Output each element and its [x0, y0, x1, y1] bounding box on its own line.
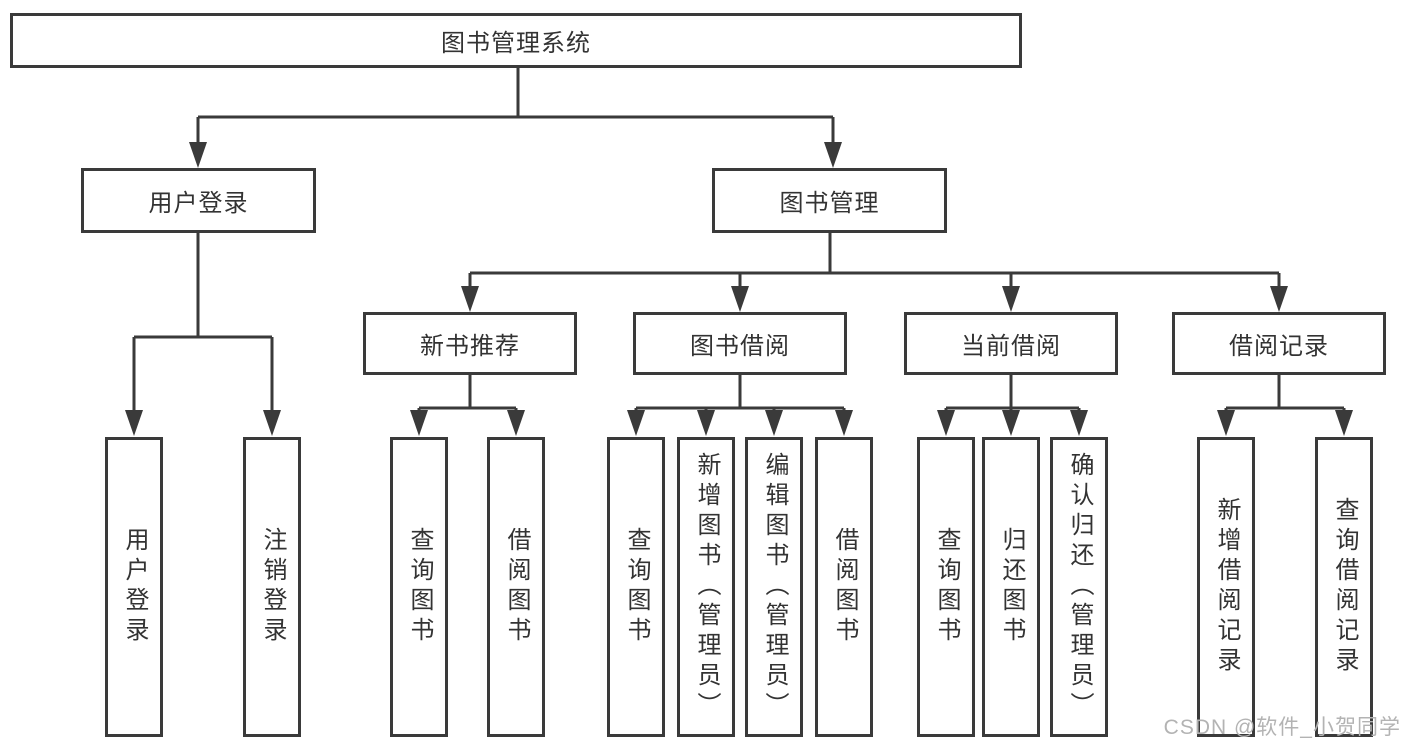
node-label: 编辑图书（管理员）: [761, 452, 788, 722]
arrowhead-icon: [1070, 410, 1088, 436]
node-label: 用户登录: [121, 527, 148, 647]
connector-root-to-level2: [189, 68, 842, 168]
node-label: 当前借阅: [961, 333, 1061, 360]
arrowhead-icon: [824, 142, 842, 168]
node-label: 查询图书: [406, 527, 433, 647]
leaf-confirm-return-admin: 确认归还（管理员）: [1050, 437, 1108, 737]
arrowhead-icon: [410, 410, 428, 436]
arrowhead-icon: [765, 410, 783, 436]
arrowhead-icon: [835, 410, 853, 436]
arrowhead-icon: [1335, 410, 1353, 436]
arrowhead-icon: [189, 142, 207, 168]
node-label: 借阅图书: [503, 527, 530, 647]
node-label: 用户登录: [148, 190, 249, 217]
node-label: 查询图书: [933, 527, 960, 647]
node-label: 新书推荐: [420, 333, 520, 360]
node-label: 新增借阅记录: [1213, 497, 1240, 677]
node-label: 图书管理: [779, 190, 880, 217]
node-label: 图书借阅: [690, 333, 790, 360]
node-label: 查询图书: [623, 527, 650, 647]
node-user-login: 用户登录: [81, 168, 316, 233]
leaf-logout: 注销登录: [243, 437, 301, 737]
node-label: 借阅记录: [1229, 333, 1329, 360]
connector-records-children: [1217, 375, 1353, 436]
leaf-add-borrow-record: 新增借阅记录: [1197, 437, 1255, 737]
node-label: 注销登录: [259, 527, 286, 647]
arrowhead-icon: [1270, 286, 1288, 312]
node-label: 图书管理系统: [441, 30, 591, 57]
node-book-management: 图书管理: [712, 168, 947, 233]
leaf-borrow-books-borrowing: 借阅图书: [815, 437, 873, 737]
node-label: 新增图书（管理员）: [693, 452, 720, 722]
leaf-query-books-current: 查询图书: [917, 437, 975, 737]
watermark-text: CSDN @软件_小贺同学: [1163, 716, 1401, 739]
leaf-borrow-books-recommend: 借阅图书: [487, 437, 545, 737]
node-borrowing-records: 借阅记录: [1172, 312, 1386, 375]
leaf-user-login: 用户登录: [105, 437, 163, 737]
leaf-add-book-admin: 新增图书（管理员）: [677, 437, 735, 737]
arrowhead-icon: [697, 410, 715, 436]
connector-user-login-children: [125, 233, 281, 436]
node-label: 归还图书: [998, 527, 1025, 647]
connector-current-children: [937, 375, 1088, 436]
connector-book-mgmt-children: [461, 233, 1288, 312]
arrowhead-icon: [627, 410, 645, 436]
arrowhead-icon: [263, 410, 281, 436]
arrowhead-icon: [507, 410, 525, 436]
arrowhead-icon: [125, 410, 143, 436]
leaf-edit-book-admin: 编辑图书（管理员）: [745, 437, 803, 737]
arrowhead-icon: [1217, 410, 1235, 436]
leaf-query-books-recommend: 查询图书: [390, 437, 448, 737]
leaf-return-books: 归还图书: [982, 437, 1040, 737]
node-new-book-recommend: 新书推荐: [363, 312, 577, 375]
leaf-query-books-borrowing: 查询图书: [607, 437, 665, 737]
node-label: 查询借阅记录: [1331, 497, 1358, 677]
leaf-query-borrow-record: 查询借阅记录: [1315, 437, 1373, 737]
node-book-borrowing: 图书借阅: [633, 312, 847, 375]
node-label: 借阅图书: [831, 527, 858, 647]
arrowhead-icon: [937, 410, 955, 436]
arrowhead-icon: [731, 286, 749, 312]
arrowhead-icon: [1002, 410, 1020, 436]
node-root: 图书管理系统: [10, 13, 1022, 68]
arrowhead-icon: [461, 286, 479, 312]
connector-borrowing-children: [627, 375, 853, 436]
connector-recommend-children: [410, 375, 525, 436]
node-current-borrowing: 当前借阅: [904, 312, 1118, 375]
node-label: 确认归还（管理员）: [1066, 452, 1093, 722]
arrowhead-icon: [1002, 286, 1020, 312]
